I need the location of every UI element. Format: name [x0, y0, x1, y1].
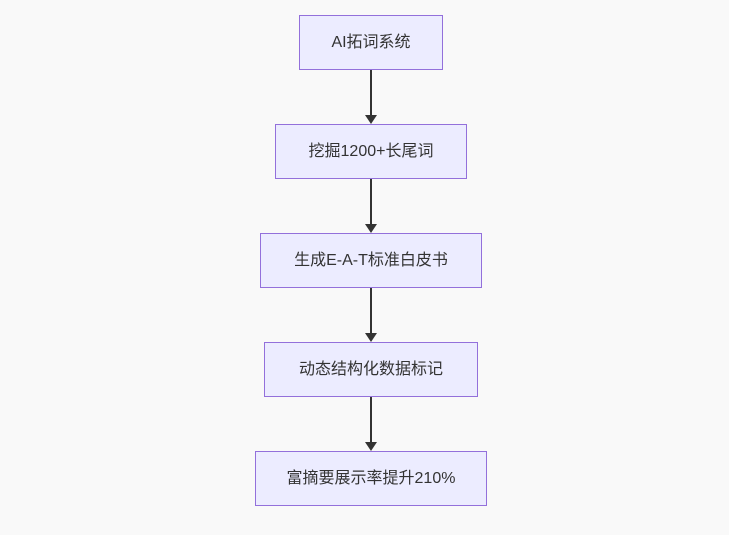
flowchart-node-label: 生成E-A-T标准白皮书 [294, 251, 448, 269]
flowchart-node-D: 动态结构化数据标记 [264, 342, 478, 397]
flowchart-node-label: 动态结构化数据标记 [298, 360, 443, 378]
arrowhead-icon [365, 224, 377, 233]
arrowhead-icon [365, 333, 377, 342]
arrowhead-icon [365, 442, 377, 451]
edge-line [370, 397, 372, 442]
flowchart-node-B: 挖掘1200+长尾词 [275, 124, 467, 179]
flowchart-node-label: 挖掘1200+长尾词 [308, 142, 434, 160]
edge-line [370, 70, 372, 115]
edge-line [370, 288, 372, 333]
edge-line [370, 179, 372, 224]
flowchart-node-E: 富摘要展示率提升210% [255, 451, 487, 506]
flowchart-node-A: AI拓词系统 [299, 15, 443, 70]
flowchart-node-C: 生成E-A-T标准白皮书 [260, 233, 482, 288]
flowchart-node-label: 富摘要展示率提升210% [286, 469, 456, 487]
flowchart-node-label: AI拓词系统 [331, 33, 411, 51]
arrowhead-icon [365, 115, 377, 124]
